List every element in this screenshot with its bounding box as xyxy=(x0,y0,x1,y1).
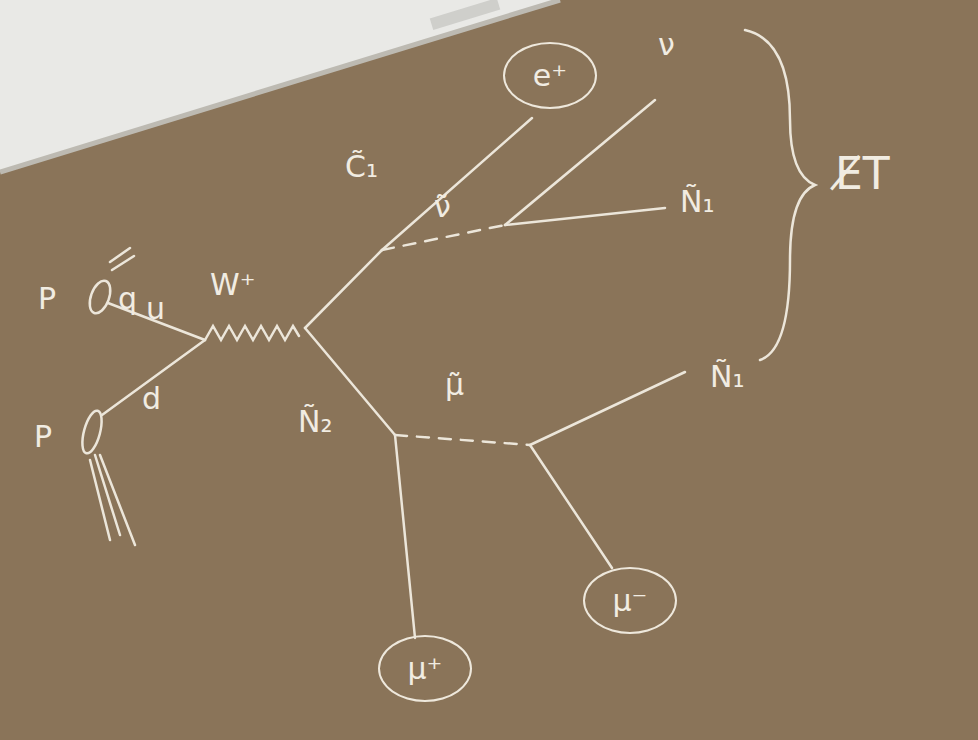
particle-name: Ñ₁ xyxy=(680,185,714,218)
particle-name: E̸T xyxy=(835,150,890,198)
particle-name: W⁺ xyxy=(210,268,256,301)
particle-name: C̃₁ xyxy=(345,150,378,183)
feynman-lines xyxy=(79,30,815,638)
particle-circle: e⁺ xyxy=(503,42,597,109)
particle-name: Ñ₁ xyxy=(710,360,744,393)
particle-name: u xyxy=(146,292,165,325)
particle-circle: μ⁺ xyxy=(378,635,472,702)
particle-label: e⁺ xyxy=(533,59,567,92)
particle-name: q xyxy=(118,282,137,315)
particle-name: d xyxy=(142,382,161,415)
wall xyxy=(0,0,560,172)
particle-name: μ̃ xyxy=(445,368,464,401)
particle-name: P xyxy=(34,420,52,453)
chalk-tray xyxy=(430,0,500,30)
particle-label: μ⁺ xyxy=(408,652,443,685)
particle-name: ν̃ xyxy=(434,190,451,223)
particle-name: Ñ₂ xyxy=(298,405,332,438)
particle-circle: μ⁻ xyxy=(583,567,677,634)
board-edge xyxy=(0,0,560,172)
particle-name: P xyxy=(38,282,56,315)
particle-name: ν xyxy=(658,28,675,61)
particle-label: μ⁻ xyxy=(613,584,648,617)
